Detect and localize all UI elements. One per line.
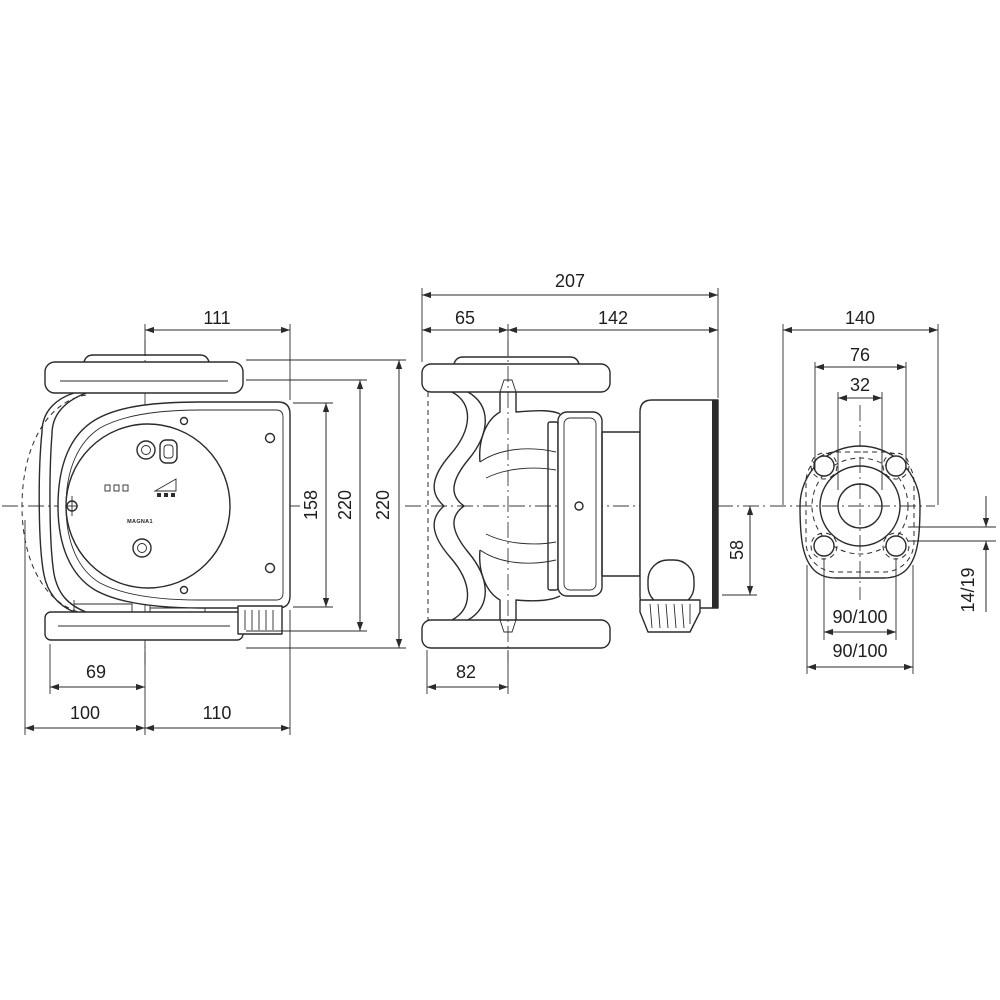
push-button-icon xyxy=(136,440,156,460)
dim-label: 111 xyxy=(203,308,230,328)
dim-label: 90/100 xyxy=(832,607,887,627)
speed-ramp-icon xyxy=(153,478,177,497)
front-view: MAGNA1 111 158 xyxy=(21,308,406,735)
dim-label: 32 xyxy=(850,375,870,395)
dim-top-width: 111 xyxy=(144,308,291,400)
dim-overall-length: 207 xyxy=(421,271,719,398)
pump-housing-inner xyxy=(49,392,87,613)
dim-bore: 32 xyxy=(837,375,883,490)
dim-side-flange-offset: 82 xyxy=(426,650,509,694)
top-flange xyxy=(44,361,244,394)
dim-flange-offset: 69 xyxy=(49,642,146,735)
dim-left-extent: 100 xyxy=(24,520,145,735)
dim-left-length: 65 xyxy=(422,308,509,356)
inlet-flange-bolt-plate xyxy=(453,356,580,365)
dim-label: 100 xyxy=(70,703,100,723)
dim-label: 65 xyxy=(455,308,475,328)
outlet-flange xyxy=(421,619,611,649)
top-flange-bolt-plate xyxy=(83,354,210,363)
indicator-lights-icon xyxy=(104,484,129,492)
outlet-flange-notch xyxy=(499,619,517,633)
flange-inner-ring xyxy=(819,465,901,547)
flange-view: 140 76 32 90/100 90/100 xyxy=(782,308,996,674)
flange-hidden-outline xyxy=(805,451,915,573)
dim-inner-height: 220 xyxy=(246,379,367,632)
dim-label: 90/100 xyxy=(832,641,887,661)
push-button-lower-icon xyxy=(132,538,152,558)
dim-bolt-spacing-inner: 90/100 xyxy=(823,558,897,640)
screw-icon xyxy=(66,416,276,595)
dim-label: 110 xyxy=(203,703,232,723)
shaft-center-mark xyxy=(574,501,584,511)
cable-connector xyxy=(237,605,283,635)
bolt-hole-icon xyxy=(810,452,910,560)
dim-bolt-circle: 76 xyxy=(814,345,907,470)
dim-connector-drop: 58 xyxy=(722,506,757,596)
dim-label: 69 xyxy=(86,662,106,682)
pump-body xyxy=(433,391,561,621)
dim-label: 142 xyxy=(598,308,628,328)
inlet-flange-notch xyxy=(499,379,517,393)
dim-label: 76 xyxy=(850,345,870,365)
inlet-flange xyxy=(421,363,611,393)
dim-flange-width: 140 xyxy=(782,308,939,505)
dim-label: 220 xyxy=(335,490,355,520)
dim-label: 140 xyxy=(845,308,875,328)
dim-right-length: 142 xyxy=(508,308,718,334)
dim-label: 82 xyxy=(456,662,476,682)
side-view: 207 65 142 58 82 xyxy=(421,271,757,694)
pump-housing-outer xyxy=(38,392,75,613)
flange-outline xyxy=(799,445,921,579)
dim-label: 207 xyxy=(555,271,585,291)
motor-neck xyxy=(601,431,641,577)
bore xyxy=(837,483,883,529)
dim-right-extent: 110 xyxy=(145,610,291,735)
dim-bolt-hole: 14/19 xyxy=(908,496,996,613)
bolt-circle-hidden xyxy=(811,457,909,555)
dim-bolt-spacing-outer: 90/100 xyxy=(806,565,914,674)
brand-logo: MAGNA1 xyxy=(127,519,153,525)
mounting-feet xyxy=(73,600,206,612)
dim-box-height: 158 xyxy=(293,402,333,608)
dim-label: 14/19 xyxy=(958,567,978,612)
cable-connector-side xyxy=(639,559,701,633)
dim-label: 158 xyxy=(301,490,321,520)
motor-housing xyxy=(547,411,641,597)
dim-outer-height: 220 xyxy=(246,359,406,649)
dim-label: 58 xyxy=(727,540,747,560)
display-led-icon xyxy=(159,439,178,464)
dim-label: 220 xyxy=(373,490,393,520)
